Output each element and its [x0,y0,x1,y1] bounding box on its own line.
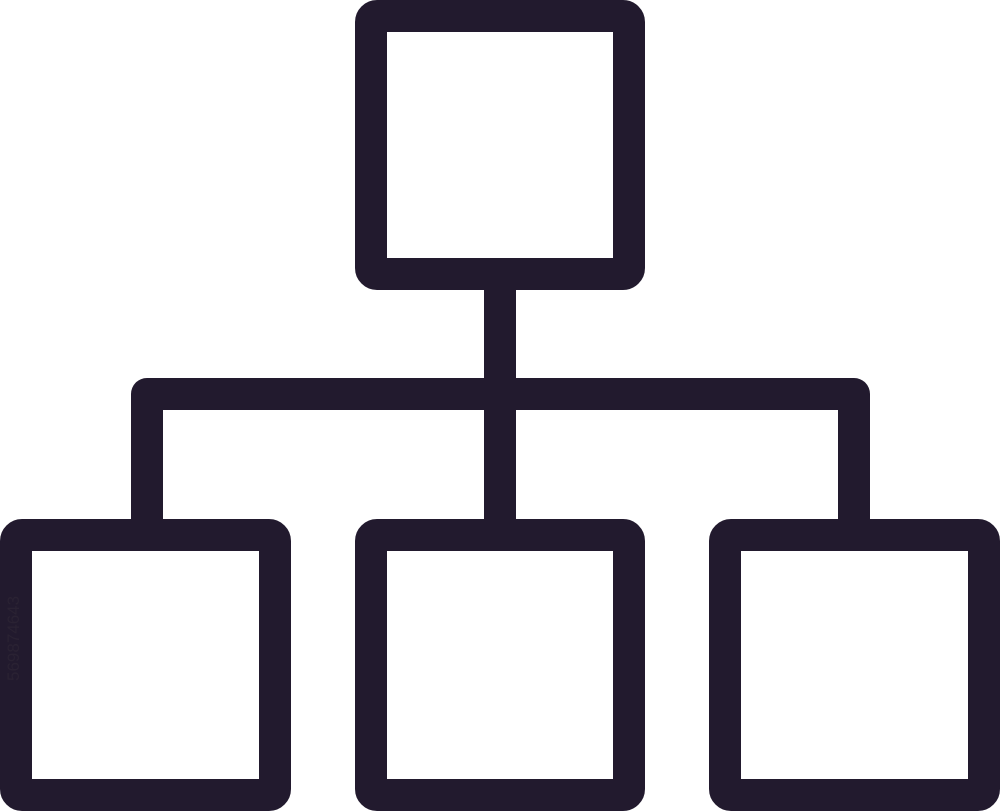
node-box-child-right [709,519,1000,811]
connector-lines [131,274,870,535]
stock-id-watermark: 569874643 [4,595,23,681]
node-box-child-center [355,519,645,811]
node-box-child-left [0,519,291,811]
node-box-root [355,0,645,290]
